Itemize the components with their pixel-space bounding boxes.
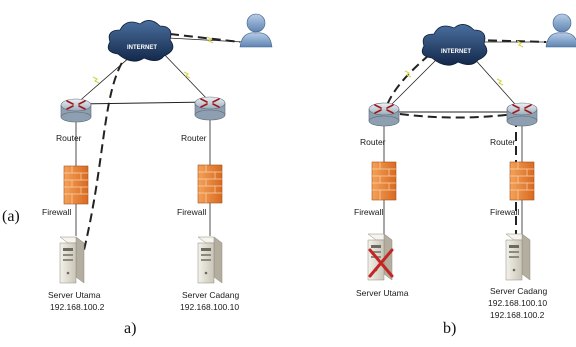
- server-icon: [505, 233, 531, 281]
- firewall-label: Firewall: [42, 207, 71, 217]
- router-icon: [506, 102, 538, 127]
- fail-x-icon: [368, 248, 394, 278]
- firewall-label: Firewall: [490, 207, 519, 217]
- router-label: Router: [490, 137, 516, 147]
- panel-a-links: [75, 33, 244, 251]
- panel-a: INTERNET Router Router Firewall Firewall…: [2, 13, 273, 337]
- firewall-label: Firewall: [177, 207, 206, 217]
- server-main-name: Server Utama: [48, 290, 101, 300]
- firewall-icon: [63, 165, 89, 205]
- caption-a: a): [124, 320, 136, 337]
- server-icon: [197, 236, 223, 284]
- caption-b: b): [443, 320, 456, 337]
- server-icon: [59, 236, 85, 284]
- server-backup-ip: 192.168.100.2: [490, 310, 545, 320]
- server-main-name: Server Utama: [356, 288, 409, 298]
- router-icon: [60, 98, 92, 123]
- label-a-marker: (a): [2, 208, 20, 225]
- wireless-icon: [92, 76, 100, 84]
- wireless-icon: [183, 71, 191, 79]
- server-backup-ip: 192.168.100.10: [180, 302, 239, 312]
- internet-label: INTERNET: [441, 49, 471, 55]
- server-main-ip: 192.168.100.2: [50, 302, 105, 312]
- router-icon: [194, 96, 226, 121]
- internet-cloud-icon: [107, 20, 174, 62]
- panel-b: INTERNET Router Router Firewall Firewall…: [354, 13, 576, 337]
- firewall-icon: [197, 164, 223, 204]
- router-label: Router: [360, 137, 386, 147]
- panel-b-links: [383, 39, 548, 256]
- firewall-icon: [509, 161, 535, 201]
- wireless-icon: [496, 78, 504, 86]
- internet-label: INTERNET: [127, 45, 157, 51]
- user-icon: [239, 13, 273, 48]
- internet-cloud-icon: [421, 24, 488, 66]
- router-icon: [368, 102, 400, 127]
- server-backup-ip: 192.168.100.10: [488, 298, 547, 308]
- server-backup-name: Server Cadang: [182, 290, 239, 300]
- router-label: Router: [181, 133, 207, 143]
- server-backup-name: Server Cadang: [490, 286, 547, 296]
- user-icon: [545, 13, 576, 48]
- firewall-icon: [371, 161, 397, 201]
- router-label: Router: [56, 133, 82, 143]
- firewall-label: Firewall: [354, 207, 383, 217]
